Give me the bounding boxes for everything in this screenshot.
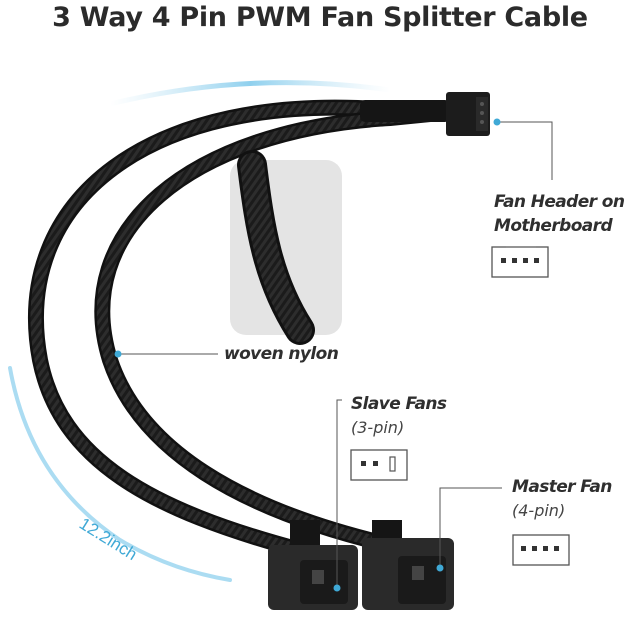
cable-inner-weave	[96, 106, 456, 551]
master-fan-label: Master Fan	[512, 477, 612, 497]
3pin-connector-icon	[350, 449, 408, 481]
page-title: 3 Way 4 Pin PWM Fan Splitter Cable	[52, 2, 588, 33]
length-arc-left	[8, 366, 232, 582]
woven-nylon-inset	[230, 150, 342, 345]
cable-outer-weave	[30, 102, 456, 556]
dot-master	[436, 564, 444, 572]
dot-header	[493, 118, 501, 126]
woven-nylon-label: woven nylon	[224, 344, 339, 364]
fan-header-label-line2: Motherboard	[494, 216, 613, 236]
dot-woven	[114, 350, 122, 358]
length-arc-top	[107, 80, 393, 107]
leader-dots	[114, 118, 501, 592]
slave-fan-connector	[268, 520, 358, 610]
dot-slave	[333, 584, 341, 592]
slave-fans-label: Slave Fans	[351, 394, 447, 414]
leader-header	[497, 121, 553, 180]
slave-fans-pins: (3-pin)	[351, 418, 405, 437]
leader-slave	[336, 399, 342, 585]
leader-master	[439, 487, 502, 568]
leader-lines	[118, 121, 553, 585]
4pin-connector-icon	[512, 534, 570, 566]
master-fan-pins: (4-pin)	[512, 501, 566, 520]
motherboard-header-connector	[360, 92, 490, 136]
fan-header-label-line1: Fan Header on	[494, 192, 625, 212]
master-fan-connector	[362, 520, 454, 610]
header-4pin-icon	[491, 245, 549, 278]
